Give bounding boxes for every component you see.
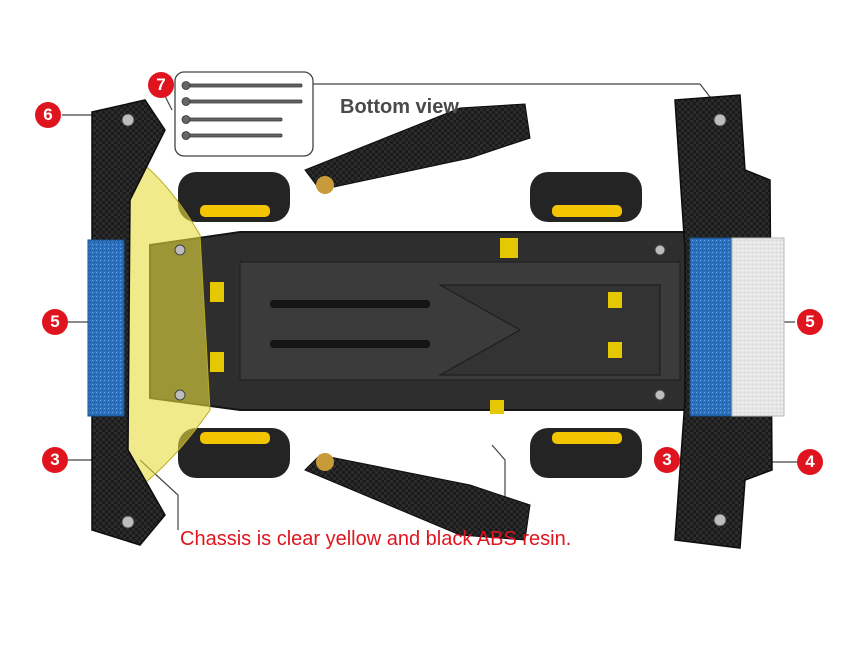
bottom-view-label: Bottom view (340, 96, 459, 118)
callout-6: 6 (35, 102, 61, 128)
chassis-caption: Chassis is clear yellow and black ABS re… (180, 528, 572, 550)
callout-3-right: 3 (654, 447, 680, 473)
callout-3-left: 3 (42, 447, 68, 473)
side-stays (304, 103, 531, 541)
callout-5-right: 5 (797, 309, 823, 335)
chassis-body (149, 231, 701, 414)
callout-4: 4 (797, 449, 823, 475)
screws (121, 113, 727, 529)
rear-carbon-plate (674, 94, 785, 549)
wheels (178, 172, 642, 478)
screws-inset (174, 71, 314, 157)
callout-7: 7 (148, 72, 174, 98)
callout-5-left: 5 (42, 309, 68, 335)
front-carbon-plate (87, 99, 166, 546)
